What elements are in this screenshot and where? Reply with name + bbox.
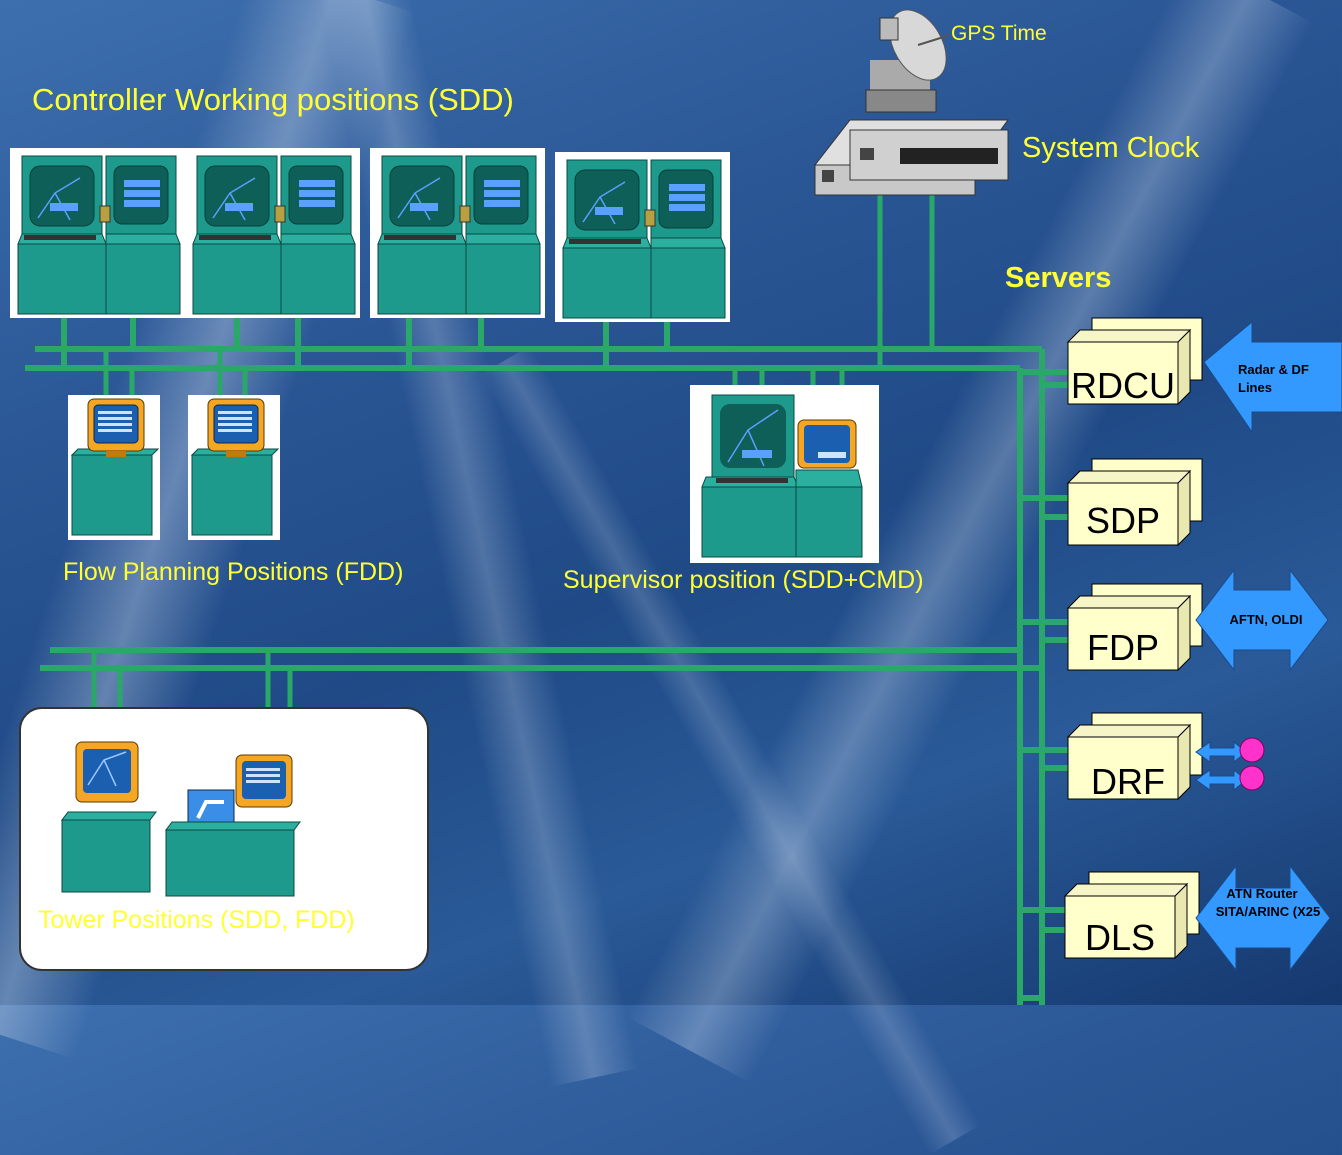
server-rdcu: RDCU	[1067, 317, 1203, 406]
svg-text:AFTN, OLDI: AFTN, OLDI	[1230, 612, 1303, 627]
svg-text:RDCU: RDCU	[1071, 365, 1175, 406]
drf-recorder-arrows	[1195, 737, 1265, 792]
server-fdp: FDP	[1067, 583, 1203, 671]
controller-console	[554, 151, 731, 323]
system-diagram: RDCU SDP FDP DRF DLS Radar & DF Lines AF…	[9, 9, 1342, 1005]
aftn-oldi-arrow: AFTN, OLDI	[1195, 568, 1329, 672]
tower-workstation	[165, 754, 301, 897]
controller-console	[184, 147, 361, 319]
system-clock-label: System Clock	[1022, 132, 1200, 164]
svg-text:FDP: FDP	[1087, 627, 1159, 668]
flow-planning-workstation	[187, 394, 281, 541]
radar-df-arrow: Radar & DF Lines	[1203, 320, 1342, 434]
supervisor-label: Supervisor position (SDD+CMD)	[563, 566, 924, 594]
atn-router-arrow: ATN Router SITA/ARINC (X25	[1195, 864, 1331, 972]
server-sdp: SDP	[1067, 458, 1203, 546]
server-drf: DRF	[1067, 712, 1203, 802]
svg-text:Lines: Lines	[1238, 380, 1272, 395]
supervisor-workstation	[690, 385, 879, 563]
gps-time-label: GPS Time	[951, 22, 1047, 45]
gps-antenna	[865, 9, 951, 113]
flow-planning-label: Flow Planning Positions (FDD)	[63, 558, 404, 586]
svg-text:SITA/ARINC (X25: SITA/ARINC (X25	[1216, 904, 1321, 919]
svg-text:DLS: DLS	[1085, 917, 1155, 958]
controller-console	[9, 147, 186, 319]
controller-positions-label: Controller Working positions (SDD)	[32, 82, 514, 117]
svg-text:Radar & DF: Radar & DF	[1238, 362, 1309, 377]
flow-planning-workstation	[67, 394, 161, 541]
system-clock-unit	[813, 119, 1009, 196]
server-dls: DLS	[1064, 871, 1200, 959]
tower-workstation	[61, 741, 157, 893]
servers-heading: Servers	[1005, 262, 1112, 294]
controller-console	[369, 147, 546, 319]
svg-text:ATN Router: ATN Router	[1226, 886, 1297, 901]
lan-lines	[25, 170, 1070, 1005]
svg-text:DRF: DRF	[1091, 761, 1165, 802]
svg-text:SDP: SDP	[1086, 500, 1160, 541]
tower-label: Tower Positions (SDD, FDD)	[38, 906, 355, 934]
